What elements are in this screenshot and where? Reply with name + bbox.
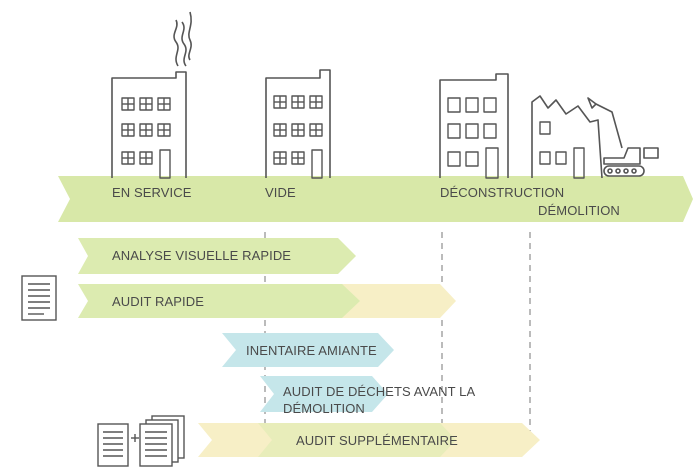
activity-label-visual-analysis: ANALYSE VISUELLE RAPIDE [112,248,292,263]
bar-waste-audit [260,376,388,412]
bar-quick-audit-extension [320,284,456,318]
document-icon [21,275,57,321]
activity-label-quick-audit: AUDIT RAPIDE [112,294,204,309]
demolished-building-with-excavator-icon [531,95,659,179]
bar-supplementary-audit-overlay [258,423,456,457]
bar-asbestos-inventory [222,333,394,367]
factory-building-with-smoke-icon [111,11,192,179]
activity-label-asbestos-inventory: INENTAIRE AMIANTE [246,343,377,358]
stage-label-demolition: DÉMOLITION [538,203,620,218]
bar-visual-analysis [78,238,356,274]
timeline-arrow [58,176,693,222]
activity-label-supplementary-audit: AUDIT SUPPLÉMENTAIRE [296,433,458,448]
empty-building-icon [265,69,331,179]
stage-label-deconstruction: DÉCONSTRUCTION [440,185,565,200]
bar-quick-audit [78,284,360,318]
activity-label-waste-audit: AUDIT DE DÉCHETS AVANT LA DÉMOLITION [283,384,475,416]
stage-label-in-service: EN SERVICE [112,185,192,200]
building-without-windows-icon [439,73,509,179]
stage-label-empty: VIDE [265,185,296,200]
documents-stack-icon [97,415,185,467]
